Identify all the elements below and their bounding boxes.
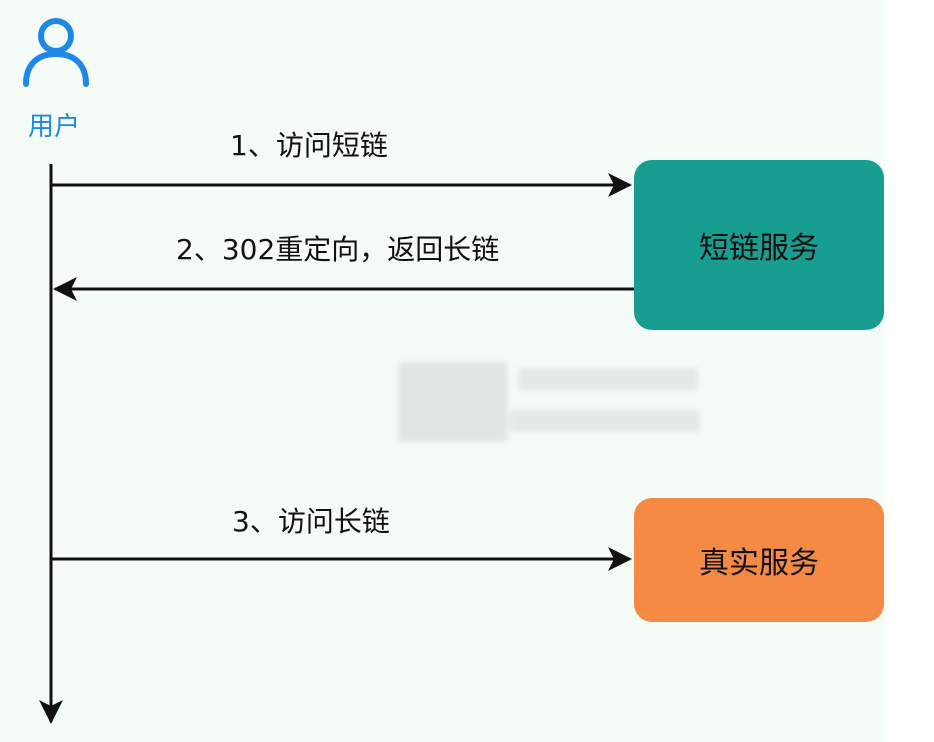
- short-link-service-label: 短链服务: [699, 231, 819, 266]
- real-service-box: 真实服务: [634, 498, 884, 622]
- user-icon: [23, 18, 89, 87]
- message-label-2: 2、302重定向，返回长链: [176, 233, 500, 266]
- blurred-watermark: [398, 356, 710, 450]
- message-label-3: 3、访问长链: [232, 505, 390, 538]
- short-link-service-box: 短链服务: [634, 160, 884, 330]
- real-service-label: 真实服务: [699, 546, 819, 581]
- actor-label: 用户: [27, 112, 80, 142]
- message-label-1: 1、访问短链: [230, 129, 388, 162]
